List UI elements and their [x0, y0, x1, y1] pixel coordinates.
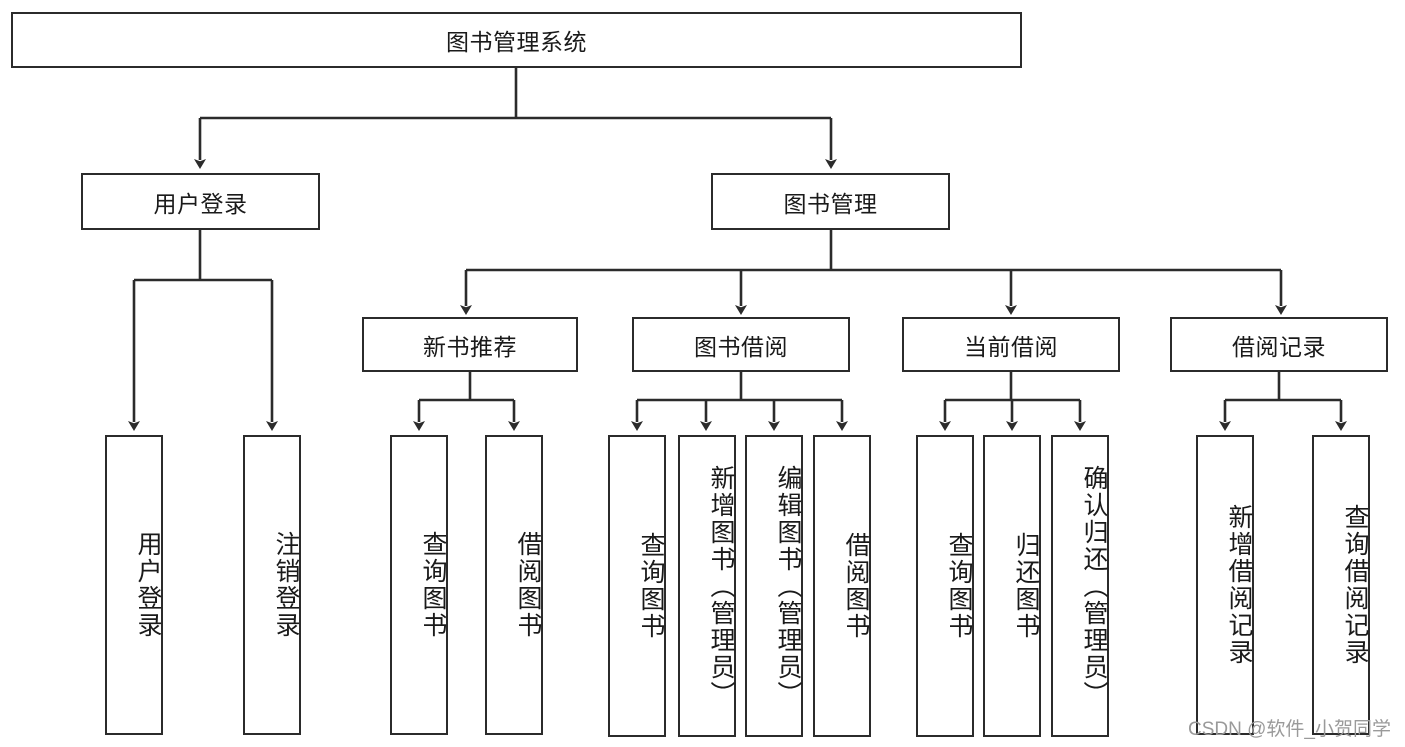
node-label: 借阅图书 — [842, 532, 870, 640]
node-label: 借阅记录 — [1232, 333, 1326, 360]
node-label: 用户登录 — [134, 531, 162, 639]
node-label: 注销登录 — [272, 531, 300, 639]
node-label: 新增图书（管理员） — [707, 464, 735, 708]
leaf-record-add-record[interactable]: 新增借阅记录 — [1196, 435, 1254, 735]
node-label: 借阅图书 — [514, 531, 542, 639]
leaf-borrow-edit-book-admin[interactable]: 编辑图书（管理员） — [745, 435, 803, 737]
leaf-current-return-book[interactable]: 归还图书 — [983, 435, 1041, 737]
leaf-newbook-query-book[interactable]: 查询图书 — [390, 435, 448, 735]
leaf-current-confirm-return-admin[interactable]: 确认归还（管理员） — [1051, 435, 1109, 737]
node-book-borrow[interactable]: 图书借阅 — [632, 317, 850, 372]
node-label: 查询图书 — [945, 532, 973, 640]
node-label: 查询借阅记录 — [1341, 504, 1369, 666]
node-label: 图书管理 — [783, 190, 878, 217]
node-label: 查询图书 — [419, 531, 447, 639]
node-label: 确认归还（管理员） — [1080, 464, 1108, 708]
leaf-newbook-borrow-book[interactable]: 借阅图书 — [485, 435, 543, 735]
leaf-user-login[interactable]: 用户登录 — [105, 435, 163, 735]
node-root-system[interactable]: 图书管理系统 — [11, 12, 1022, 68]
node-label: 归还图书 — [1012, 532, 1040, 640]
node-new-book-recommend[interactable]: 新书推荐 — [362, 317, 578, 372]
node-current-borrow[interactable]: 当前借阅 — [902, 317, 1120, 372]
node-user-login[interactable]: 用户登录 — [81, 173, 320, 230]
node-borrow-record[interactable]: 借阅记录 — [1170, 317, 1388, 372]
leaf-borrow-add-book-admin[interactable]: 新增图书（管理员） — [678, 435, 736, 737]
node-label: 图书管理系统 — [446, 29, 587, 55]
node-book-management[interactable]: 图书管理 — [711, 173, 950, 230]
leaf-current-query-book[interactable]: 查询图书 — [916, 435, 974, 737]
leaf-logout[interactable]: 注销登录 — [243, 435, 301, 735]
node-label: 编辑图书（管理员） — [774, 464, 802, 708]
node-label: 新书推荐 — [423, 333, 517, 360]
node-label: 当前借阅 — [964, 333, 1058, 360]
watermark-text: CSDN @软件_小贺同学 — [1188, 719, 1391, 740]
leaf-record-query-record[interactable]: 查询借阅记录 — [1312, 435, 1370, 735]
node-label: 用户登录 — [153, 190, 248, 217]
node-label: 新增借阅记录 — [1225, 504, 1253, 666]
node-label: 图书借阅 — [694, 333, 788, 360]
leaf-borrow-query-book[interactable]: 查询图书 — [608, 435, 666, 737]
node-label: 查询图书 — [637, 532, 665, 640]
leaf-borrow-borrow-book[interactable]: 借阅图书 — [813, 435, 871, 737]
